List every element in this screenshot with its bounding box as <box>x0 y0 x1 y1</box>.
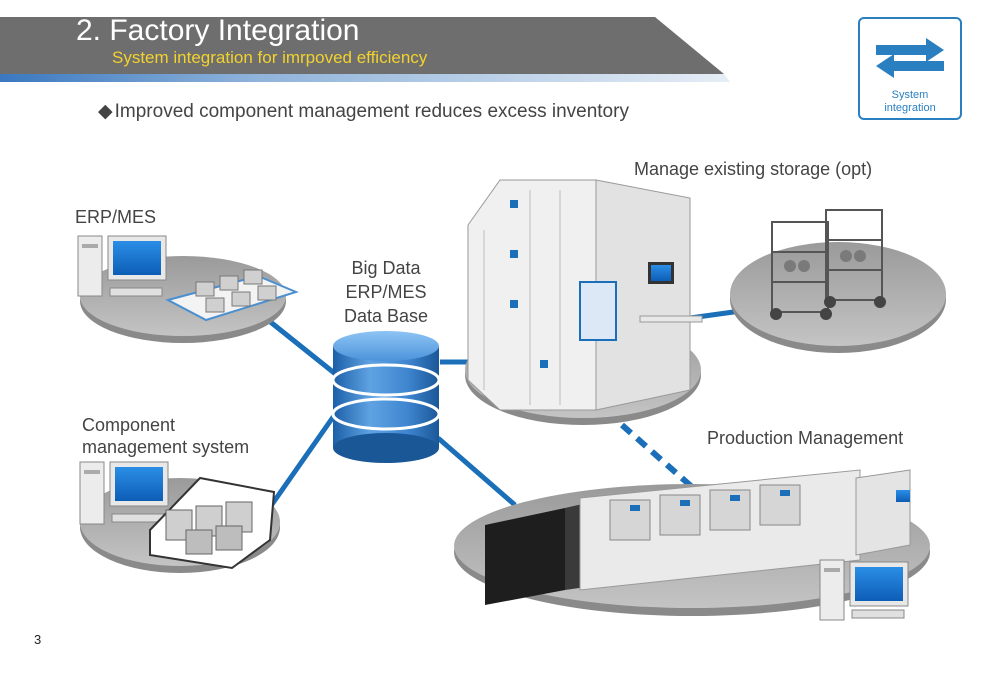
existing-storage-platform <box>730 209 946 353</box>
warehouse-layout-icon <box>165 269 299 322</box>
bullet-point: ◆Improved component management reduces e… <box>98 100 629 123</box>
computer-icon <box>79 461 169 525</box>
shelving-area-icon <box>149 476 276 570</box>
reel-icons <box>770 250 886 320</box>
smt-production-line-icon <box>485 469 911 605</box>
smart-storage-tower-icon <box>467 179 703 411</box>
page-title: 2. Factory Integration <box>76 14 360 47</box>
system-integration-badge: System integration <box>858 17 962 120</box>
computer-icon <box>819 559 909 621</box>
banner-shape <box>0 17 730 82</box>
header-banner <box>0 0 1000 90</box>
component-management-platform <box>79 461 280 573</box>
bullet-text: Improved component management reduces ex… <box>114 101 629 122</box>
component-management-label: Component management system <box>82 415 250 457</box>
database-cylinder <box>331 331 441 463</box>
storage-tower-platform <box>465 179 703 425</box>
storage-rack-icon <box>771 209 883 313</box>
page-number: 3 <box>34 632 42 647</box>
bidirectional-arrows-icon <box>876 38 944 78</box>
diamond-bullet-icon: ◆ <box>98 101 113 122</box>
production-platform <box>454 469 930 621</box>
page-subtitle: System integration for imrpoved efficien… <box>112 48 428 67</box>
production-management-label: Production Management <box>707 428 904 448</box>
erp-mes-platform <box>77 235 299 343</box>
database-label: Big Data ERP/MES Data Base <box>343 258 429 326</box>
system-integration-label: System integration <box>884 89 936 114</box>
erp-mes-label: ERP/MES <box>75 207 157 227</box>
existing-storage-label: Manage existing storage (opt) <box>634 159 873 179</box>
computer-icon <box>77 235 167 297</box>
